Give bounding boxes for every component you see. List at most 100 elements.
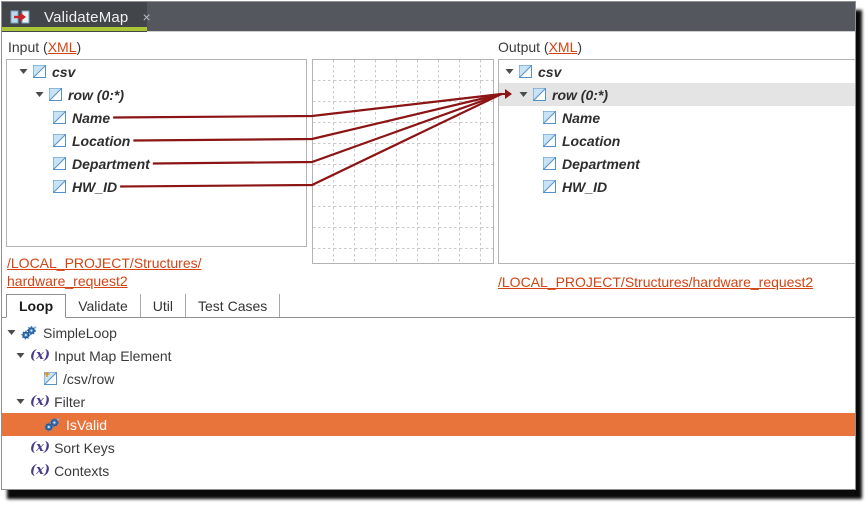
output-tree-item-name[interactable]: Name — [499, 106, 855, 129]
input-tree-label-row-0: row (0:*) — [68, 86, 124, 103]
input-tree-item-name[interactable]: Name — [7, 106, 306, 129]
expander-icon[interactable] — [16, 398, 30, 405]
element-icon — [53, 180, 66, 193]
tab-test-cases[interactable]: Test Cases — [186, 294, 281, 317]
loop-tree-item-contexts[interactable]: (x)Contexts — [2, 459, 855, 482]
mapping-grid — [312, 59, 494, 264]
loop-tree-label-simpleloop: SimpleLoop — [43, 324, 117, 341]
indent-spacer — [7, 71, 19, 72]
loop-tree-label-sort-keys: Sort Keys — [54, 439, 115, 456]
expander-icon[interactable] — [7, 329, 21, 336]
element-icon — [533, 88, 546, 101]
output-tree-item-csv[interactable]: csv — [499, 60, 855, 83]
indent-spacer — [7, 117, 39, 118]
input-tree-label-department: Department — [72, 155, 150, 172]
tab-util[interactable]: Util — [141, 294, 187, 317]
output-tree-label-csv: csv — [538, 63, 562, 80]
input-tree-label-hw-id: HW_ID — [72, 178, 118, 195]
mapper-file-icon — [10, 9, 30, 25]
indent-spacer — [2, 378, 30, 379]
loop-tree-label-isvalid: IsValid — [66, 416, 107, 433]
tab-validate[interactable]: Validate — [66, 294, 141, 317]
indent-spacer — [2, 447, 16, 448]
input-structure-link-line2[interactable]: hardware_request2 — [7, 273, 128, 289]
indent-spacer — [499, 117, 529, 118]
input-label-close: ) — [76, 39, 82, 55]
output-tree-item-hw-id[interactable]: HW_ID — [499, 175, 855, 198]
loop-config-tree: SimpleLoop(x)Input Map Element/csv/row(x… — [2, 318, 855, 482]
element-icon — [543, 157, 556, 170]
loop-tree-label-contexts: Contexts — [54, 462, 110, 479]
loop-tree-item-filter[interactable]: (x)Filter — [2, 390, 855, 413]
loop-tree-label-csv-row: /csv/row — [63, 370, 115, 387]
active-tab-underline — [2, 27, 147, 31]
output-label-text: Output ( — [498, 39, 549, 55]
fx-icon: (x) — [30, 440, 51, 455]
loop-tree-label-input-map-element: Input Map Element — [54, 347, 172, 364]
output-tree-label-hw-id: HW_ID — [562, 178, 608, 195]
indent-spacer — [7, 163, 39, 164]
indent-spacer — [7, 94, 35, 95]
indent-spacer — [499, 163, 529, 164]
expander-icon[interactable] — [505, 68, 519, 75]
element-icon — [53, 111, 66, 124]
expander-icon[interactable] — [19, 68, 33, 75]
output-label-close: ) — [577, 39, 583, 55]
expander-icon[interactable] — [16, 352, 30, 359]
input-structure-link[interactable]: /LOCAL_PROJECT/Structures/ hardware_requ… — [7, 254, 307, 290]
close-icon[interactable]: × — [142, 9, 151, 25]
loop-tree-item-isvalid[interactable]: IsValid — [2, 413, 855, 436]
loop-tree-item-sort-keys[interactable]: (x)Sort Keys — [2, 436, 855, 459]
input-tree-item-csv[interactable]: csv — [7, 60, 306, 83]
indent-spacer — [2, 401, 16, 402]
loop-tree-item-csv-row[interactable]: /csv/row — [2, 367, 855, 390]
output-tree-label-location: Location — [562, 132, 621, 149]
input-tree-item-location[interactable]: Location — [7, 129, 306, 152]
input-tree-item-department[interactable]: Department — [7, 152, 306, 175]
input-tree-item-hw-id[interactable]: HW_ID — [7, 175, 306, 198]
input-tree-label-name: Name — [72, 109, 111, 126]
input-tree-item-row-0[interactable]: row (0:*) — [7, 83, 306, 106]
expander-icon[interactable] — [519, 91, 533, 98]
output-structure-link-line1[interactable]: /LOCAL_PROJECT/Structures/hardware_reque… — [498, 274, 814, 290]
input-tree-label-csv: csv — [52, 63, 76, 80]
fx-icon: (x) — [30, 463, 51, 478]
element-icon — [543, 180, 556, 193]
gears-icon — [21, 325, 37, 340]
output-tree-label-name: Name — [562, 109, 601, 126]
output-xml-link[interactable]: XML — [548, 39, 578, 55]
output-tree-item-row-0[interactable]: row (0:*) — [499, 83, 855, 106]
fx-icon: (x) — [30, 348, 51, 363]
element-icon — [543, 111, 556, 124]
input-tree-label-location: Location — [72, 132, 131, 149]
input-xml-link[interactable]: XML — [47, 39, 77, 55]
output-structure-link[interactable]: /LOCAL_PROJECT/Structures/hardware_reque… — [498, 273, 813, 291]
tab-loop[interactable]: Loop — [6, 294, 67, 318]
input-label-text: Input ( — [8, 39, 48, 55]
input-section-label: Input (XML) — [8, 39, 81, 55]
element-icon — [543, 134, 556, 147]
indent-spacer — [7, 140, 39, 141]
loop-tree-item-simpleloop[interactable]: SimpleLoop — [2, 321, 855, 344]
indent-spacer — [499, 186, 529, 187]
indent-spacer — [7, 186, 39, 187]
indent-spacer — [2, 470, 16, 471]
element-icon — [53, 134, 66, 147]
element-icon — [53, 157, 66, 170]
loop-tree-item-input-map-element[interactable]: (x)Input Map Element — [2, 344, 855, 367]
output-tree-item-location[interactable]: Location — [499, 129, 855, 152]
expander-icon[interactable] — [35, 91, 49, 98]
element-icon — [49, 88, 62, 101]
input-structure-link-line1[interactable]: /LOCAL_PROJECT/Structures/ — [7, 255, 202, 271]
fx-icon: (x) — [30, 394, 51, 409]
indent-spacer — [2, 424, 30, 425]
mapper-window: ValidateMap × Input (XML) Output (XML) c… — [1, 1, 856, 490]
map-target-arrow — [500, 88, 513, 100]
editor-tab-title: ValidateMap — [44, 8, 129, 26]
output-tree-item-department[interactable]: Department — [499, 152, 855, 175]
gears-icon — [44, 417, 60, 432]
